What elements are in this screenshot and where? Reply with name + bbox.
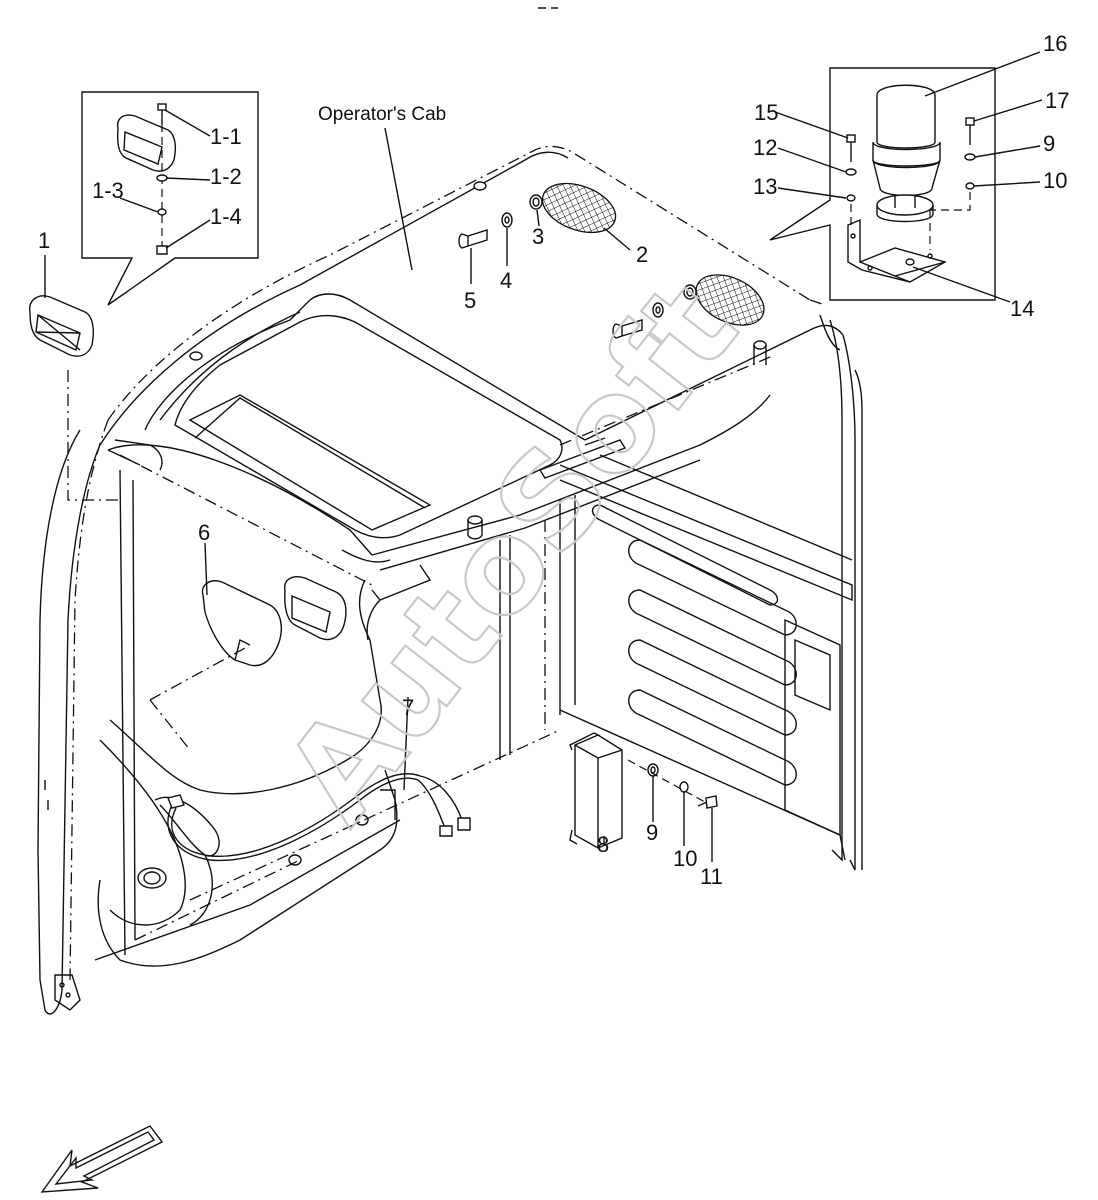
leader-lines bbox=[44, 51, 1043, 862]
callout-1: 1 bbox=[38, 228, 50, 253]
room-lamp-assembly bbox=[149, 580, 282, 751]
console-dial bbox=[137, 867, 167, 889]
label-operators-cab: Operator's Cab bbox=[318, 104, 446, 125]
callout-9-lower: 9 bbox=[646, 820, 658, 845]
callout-12: 12 bbox=[753, 135, 777, 160]
roof-vent-grille-lower bbox=[612, 274, 765, 339]
controller-box-assembly bbox=[569, 732, 718, 849]
callout-17: 17 bbox=[1045, 88, 1069, 113]
callout-13: 13 bbox=[753, 174, 777, 199]
callout-6: 6 bbox=[198, 520, 210, 545]
callout-labels: Operator's Cab 1 1-1 1-2 1-3 1-4 2 3 4 5… bbox=[38, 31, 1069, 889]
nut-1-4 bbox=[156, 245, 168, 255]
washer-1-2 bbox=[156, 174, 168, 182]
callout-8: 8 bbox=[597, 832, 609, 857]
callout-1-4: 1-4 bbox=[210, 204, 242, 229]
callout-10-upper: 10 bbox=[1043, 168, 1067, 193]
callout-1-2: 1-2 bbox=[210, 164, 242, 189]
callout-11: 11 bbox=[700, 864, 723, 889]
watermark: AutoSoft bbox=[257, 256, 766, 849]
callout-2: 2 bbox=[636, 242, 648, 267]
callout-3: 3 bbox=[532, 224, 544, 249]
front-direction-arrow-icon bbox=[40, 1125, 164, 1193]
callout-5: 5 bbox=[464, 288, 476, 313]
callout-7: 7 bbox=[402, 695, 414, 720]
roof-vent-grille-upper bbox=[458, 182, 617, 249]
work-light-inset bbox=[81, 91, 259, 306]
callout-10-lower: 10 bbox=[673, 846, 697, 871]
cab-work-light bbox=[284, 576, 347, 641]
callout-16: 16 bbox=[1043, 31, 1067, 56]
callout-9-upper: 9 bbox=[1043, 131, 1055, 156]
callout-15: 15 bbox=[754, 100, 778, 125]
callout-4: 4 bbox=[500, 268, 512, 293]
work-light-1 bbox=[29, 295, 120, 501]
callout-1-3: 1-3 bbox=[92, 178, 124, 203]
callout-14: 14 bbox=[1010, 296, 1034, 321]
wire-harness bbox=[167, 773, 471, 862]
operator-cab bbox=[37, 145, 863, 1015]
rotating-beacon-inset bbox=[769, 67, 996, 301]
washer-1-3 bbox=[157, 208, 167, 216]
callout-1-1: 1-1 bbox=[210, 124, 242, 149]
